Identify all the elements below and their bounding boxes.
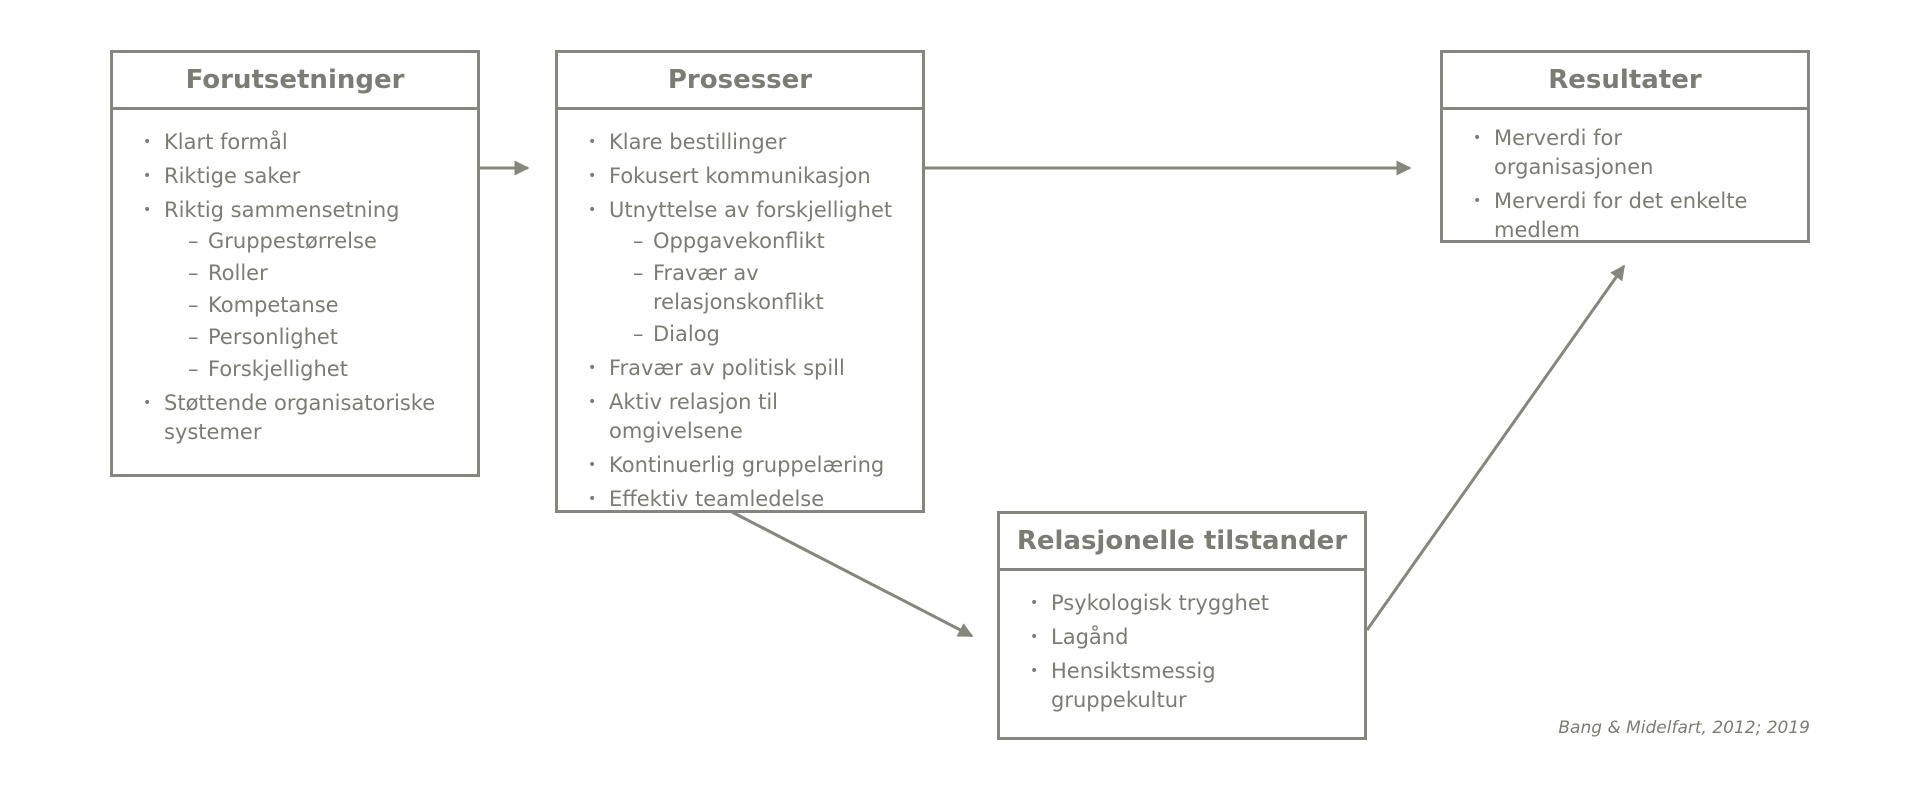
list-item-text: Riktig sammensetning <box>164 198 400 222</box>
list-item-text: Lagånd <box>1051 625 1129 649</box>
list-item: Riktig sammensetningGruppestørrelseRolle… <box>143 196 457 384</box>
sub-list: OppgavekonfliktFravær av relasjonskonfli… <box>633 227 902 349</box>
forutsetninger-body: Klart formålRiktige sakerRiktig sammense… <box>113 110 477 462</box>
relasjonelle-list: Psykologisk trygghetLagåndHensiktsmessig… <box>1030 589 1344 715</box>
list-item-text: Fokusert kommunikasjon <box>609 164 871 188</box>
list-item: Psykologisk trygghet <box>1030 589 1344 618</box>
sub-list-item: Dialog <box>633 320 902 349</box>
relasjonelle-body: Psykologisk trygghetLagåndHensiktsmessig… <box>1000 571 1364 730</box>
list-item-text: Utnyttelse av forskjellighet <box>609 198 893 222</box>
list-item-text: Aktiv relasjon til omgivelsene <box>609 390 779 443</box>
list-item: Klare bestillinger <box>588 128 902 157</box>
list-item: Kontinuerlig gruppelæring <box>588 451 902 480</box>
arrow-prosesser-to-relasjonelle <box>731 510 974 638</box>
list-item-text: Kontinuerlig gruppelæring <box>609 453 885 477</box>
list-item: Riktige saker <box>143 162 457 191</box>
sub-list-item: Forskjellighet <box>188 355 457 384</box>
list-item-text: Riktige saker <box>164 164 301 188</box>
list-item-text: Effektiv teamledelse <box>609 487 825 511</box>
list-item: Utnyttelse av forskjellighetOppgavekonfl… <box>588 196 902 349</box>
list-item: Effektiv teamledelse <box>588 485 902 514</box>
sub-list: GruppestørrelseRollerKompetansePersonlig… <box>188 227 457 384</box>
resultater-box: Resultater Merverdi for organisasjonenMe… <box>1440 50 1810 243</box>
sub-list-item: Kompetanse <box>188 291 457 320</box>
resultater-title: Resultater <box>1443 53 1807 110</box>
relasjonelle-title: Relasjonelle tilstander <box>1000 514 1364 571</box>
list-item: Aktiv relasjon til omgivelsene <box>588 388 902 446</box>
list-item: Lagånd <box>1030 623 1344 652</box>
relasjonelle-box: Relasjonelle tilstander Psykologisk tryg… <box>997 511 1367 740</box>
sub-list-item: Personlighet <box>188 323 457 352</box>
resultater-body: Merverdi for organisasjonenMerverdi for … <box>1443 110 1807 260</box>
list-item: Klart formål <box>143 128 457 157</box>
list-item: Hensiktsmessig gruppekultur <box>1030 657 1344 715</box>
resultater-list: Merverdi for organisasjonenMerverdi for … <box>1473 124 1787 245</box>
prosesser-list: Klare bestillingerFokusert kommunikasjon… <box>588 128 902 514</box>
list-item: Fravær av politisk spill <box>588 354 902 383</box>
prosesser-title: Prosesser <box>558 53 922 110</box>
list-item: Merverdi for organisasjonen <box>1473 124 1787 182</box>
sub-list-item: Fravær av relasjonskonflikt <box>633 259 902 317</box>
list-item-text: Psykologisk trygghet <box>1051 591 1269 615</box>
list-item-text: Støttende organisatoriske systemer <box>164 391 436 444</box>
list-item-text: Klare bestillinger <box>609 130 787 154</box>
sub-list-item: Roller <box>188 259 457 288</box>
prosesser-box: Prosesser Klare bestillingerFokusert kom… <box>555 50 925 514</box>
sub-list-item: Oppgavekonflikt <box>633 227 902 256</box>
list-item-text: Merverdi for organisasjonen <box>1494 126 1654 179</box>
list-item-text: Merverdi for det enkelte medlem <box>1494 189 1748 242</box>
list-item-text: Hensiktsmessig gruppekultur <box>1051 659 1216 712</box>
list-item: Merverdi for det enkelte medlem <box>1473 187 1787 245</box>
forutsetninger-list: Klart formålRiktige sakerRiktig sammense… <box>143 128 457 447</box>
forutsetninger-title: Forutsetninger <box>113 53 477 110</box>
sub-list-item: Gruppestørrelse <box>188 227 457 256</box>
list-item: Fokusert kommunikasjon <box>588 162 902 191</box>
arrow-relasjonelle-to-resultater <box>1365 264 1626 631</box>
forutsetninger-box: Forutsetninger Klart formålRiktige saker… <box>110 50 480 477</box>
list-item-text: Fravær av politisk spill <box>609 356 845 380</box>
list-item: Støttende organisatoriske systemer <box>143 389 457 447</box>
list-item-text: Klart formål <box>164 130 288 154</box>
citation: Bang & Midelfart, 2012; 2019 <box>1558 718 1810 738</box>
prosesser-body: Klare bestillingerFokusert kommunikasjon… <box>558 110 922 529</box>
